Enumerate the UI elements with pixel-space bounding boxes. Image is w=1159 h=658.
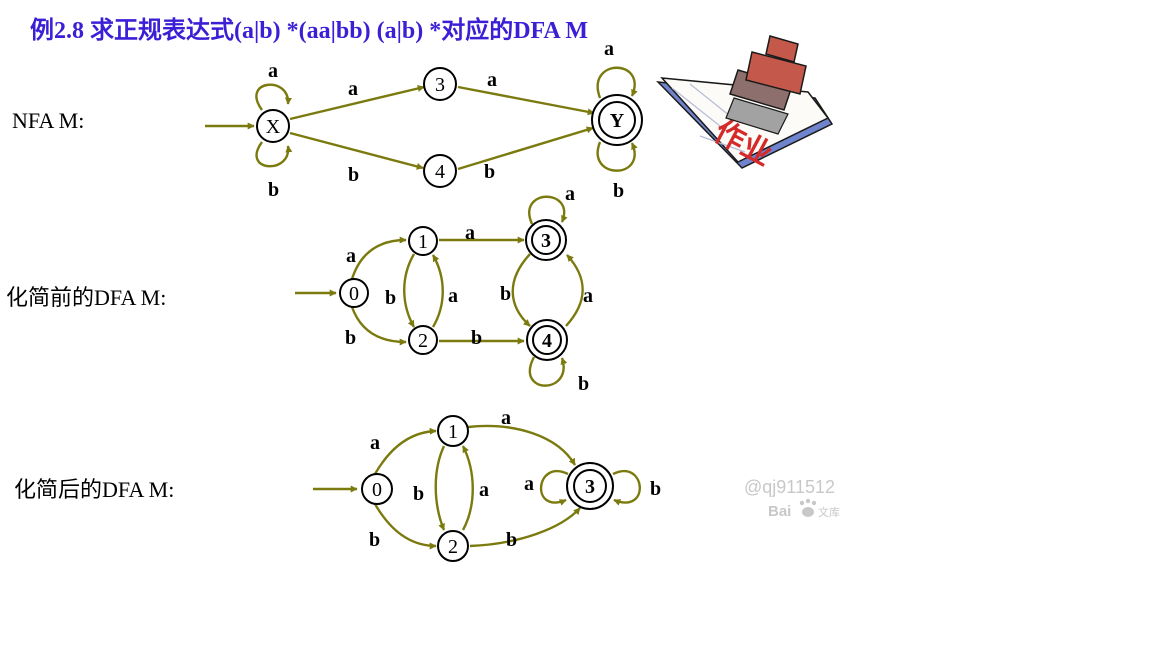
dfa-after-edge-label-2-3: b [506,529,517,551]
nfa-x-loop-top [255,83,292,111]
dfa-before-edge-label-1-2: b [385,287,396,309]
baidu-paw-icon [799,498,817,517]
dfa-before-edge-label-1-3: a [465,222,475,244]
dfa-before-state-3-label: 3 [541,230,551,252]
dfa-after-state-0-label: 0 [372,479,382,501]
dfa-after-state-1-label: 1 [448,421,458,443]
nfa-state-3-label: 3 [435,74,445,96]
dfa-before-loop-4 [528,356,568,387]
dfa-after-edge-0-2 [373,503,437,550]
watermark-brand: Bai [768,503,791,520]
dfa-before-state-2 [408,325,438,355]
dfa-before-state-3-inner [531,225,561,255]
dfa-after-loop-3-left [539,470,569,506]
dfa-before-state-1 [408,226,438,256]
nfa-edge-label-x-3: a [348,78,358,100]
stamp-handle [745,51,807,95]
dfa-after-state-0 [361,473,393,505]
watermark-suffix: 文库 [818,505,840,519]
nfa-edge-x-3 [289,85,425,121]
dfa-after-edge-1-3 [467,424,577,466]
dfa-before-diagram: 化简前的DFA M: 0 1 2 3 4 a b [6,183,593,395]
dfa-after-state-2-label: 2 [448,536,458,558]
nfa-edge-3-y [457,85,595,116]
nfa-edge-label-3-y: a [487,69,497,91]
dfa-before-edge-3-4 [511,253,531,327]
dfa-before-state-4-label: 4 [542,330,552,352]
nfa-state-x-label: X [266,116,281,138]
dfa-before-edge-1-2 [403,253,416,328]
nfa-edge-label-x-loop-bottom: b [268,179,279,201]
dfa-after-label: 化简后的DFA M: [14,477,174,502]
dfa-before-edge-label-2-1: a [448,285,458,307]
dfa-after-edge-label-loop-left: a [524,473,534,495]
nfa-x-loop-bottom [255,141,293,168]
dfa-before-state-0 [339,278,369,308]
nfa-diagram: NFA M: X 3 4 Y a b a b a b a [12,38,643,202]
nfa-y-loop-top [596,66,638,99]
stamp-knob [765,35,799,63]
dfa-before-edge-label-loop-4: b [578,373,589,395]
nfa-label: NFA M: [12,108,84,133]
nfa-state-4-label: 4 [435,161,445,183]
dfa-before-loop-3 [528,195,568,225]
dfa-before-state-0-label: 0 [349,283,359,305]
nfa-edge-label-x-4: b [348,164,359,186]
dfa-after-edge-2-1 [461,445,474,531]
dfa-after-edge-label-2-1: a [479,479,489,501]
nfa-state-4 [423,154,457,188]
dfa-after-state-1 [437,415,469,447]
dfa-before-edge-label-loop-3: a [565,183,575,205]
nfa-y-loop-bottom [596,141,638,172]
dfa-after-edge-2-3 [469,507,581,548]
dfa-after-edge-label-1-2: b [413,483,424,505]
dfa-before-state-2-label: 2 [418,330,428,352]
nfa-edge-label-4-y: b [484,161,495,183]
dfa-before-edge-label-4-3: a [583,285,593,307]
dfa-before-edge-2-1 [431,254,444,328]
slide-title: 例2.8 求正规表达式(a|b) *(aa|bb) (a|b) *对应的DFA … [30,18,589,44]
dfa-after-edge-label-loop-right: b [650,478,661,500]
nfa-state-y-label: Y [610,110,625,132]
dfa-before-label: 化简前的DFA M: [6,285,166,310]
watermark: @qj911512 Bai 文库 [744,477,840,520]
nfa-state-x [256,109,290,143]
nfa-state-y-inner [598,101,636,139]
dfa-after-edge-0-1 [373,427,437,475]
nfa-edge-4-y [457,126,594,171]
dfa-after-edge-label-1-3: a [501,407,511,429]
dfa-before-edge-4-3 [565,254,584,327]
nfa-edge-label-x-loop-top: a [268,60,278,82]
dfa-before-edge-label-0-1: a [346,245,356,267]
dfa-after-loop-3-right [612,470,641,506]
dfa-after-edge-1-2 [434,445,446,531]
dfa-before-edge-label-3-4: b [500,283,511,305]
nfa-edge-label-y-loop-top: a [604,38,614,60]
dfa-before-edge-0-2 [350,306,407,346]
nfa-edge-label-y-loop-bottom: b [613,180,624,202]
dfa-before-edge-label-0-2: b [345,327,356,349]
dfa-before-state-4-inner [532,325,562,355]
dfa-after-state-3-inner [573,469,607,503]
dfa-after-diagram: 化简后的DFA M: 0 1 2 3 a b b a a b a [14,407,661,562]
dfa-after-state-2 [437,530,469,562]
nfa-edge-x-4 [289,131,424,170]
dfa-before-edge-0-1 [350,236,407,280]
nfa-state-3 [423,67,457,101]
dfa-after-edge-label-0-1: a [370,432,380,454]
dfa-after-edge-label-0-2: b [369,529,380,551]
dfa-after-state-3-label: 3 [585,476,595,498]
homework-stamp-illustration: 作业 [656,35,834,173]
dfa-before-edge-label-2-4: b [471,327,482,349]
dfa-before-state-1-label: 1 [418,231,428,253]
watermark-user: @qj911512 [744,477,835,497]
